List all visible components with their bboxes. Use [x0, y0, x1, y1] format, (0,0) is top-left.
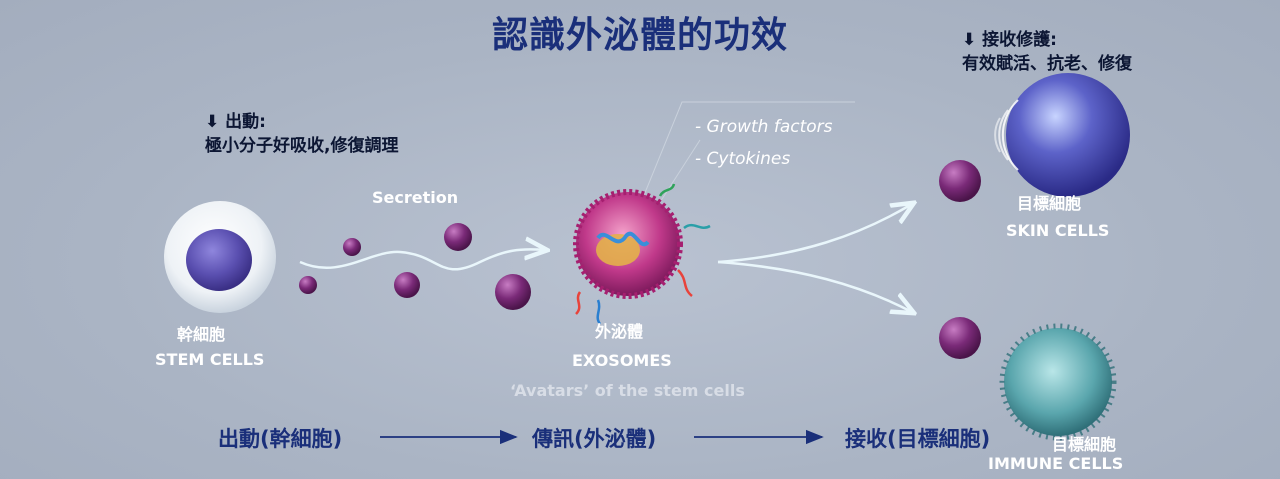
secretion-wave — [300, 249, 545, 269]
factor-growth: - Growth factors — [695, 117, 833, 137]
immune-cells-label-zh: 目標細胞 — [1052, 431, 1116, 455]
receive-note: ⬇ 接收修護: 有效賦活、抗老、修復 — [962, 28, 1132, 76]
flow-step-transmit: 傳訊(外泌體) — [532, 423, 656, 453]
vesicle — [343, 238, 361, 256]
release-note-text: 極小分子好吸收,修復調理 — [205, 134, 398, 158]
immune-cell — [1002, 326, 1114, 438]
vesicle — [394, 272, 420, 298]
secretion-label: Secretion — [372, 188, 458, 207]
exosome-illustration — [576, 184, 710, 324]
skin-cells-label-en: SKIN CELLS — [1006, 221, 1109, 240]
release-note: ⬇ 出動: 極小分子好吸收,修復調理 — [205, 110, 398, 158]
skin-cells-label-zh: 目標細胞 — [1017, 190, 1081, 214]
stem-cells-label-zh: 幹細胞 — [177, 321, 225, 345]
immune-cells-label-en: IMMUNE CELLS — [988, 454, 1123, 473]
exosomes-caption: ‘Avatars’ of the stem cells — [510, 381, 745, 400]
receive-note-text: 有效賦活、抗老、修復 — [962, 52, 1132, 76]
factor-cytokines: - Cytokines — [695, 149, 790, 169]
arrow-to-skin-cells — [718, 204, 912, 262]
vesicle — [939, 317, 981, 359]
stem-cells-label-en: STEM CELLS — [155, 350, 264, 369]
stem-cell — [164, 201, 276, 313]
exosomes-label-zh: 外泌體 — [595, 318, 643, 342]
vesicle — [495, 274, 531, 310]
receive-note-heading: ⬇ 接收修護: — [962, 28, 1132, 52]
flow-step-receive: 接收(目標細胞) — [845, 423, 990, 453]
vesicle — [939, 160, 981, 202]
release-note-heading: ⬇ 出動: — [205, 110, 398, 134]
exosomes-label-en: EXOSOMES — [572, 351, 672, 370]
flow-step-release: 出動(幹細胞) — [218, 423, 342, 453]
vesicle — [444, 223, 472, 251]
skin-cell — [995, 73, 1130, 197]
vesicle — [299, 276, 317, 294]
arrow-to-immune-cells — [718, 262, 912, 312]
